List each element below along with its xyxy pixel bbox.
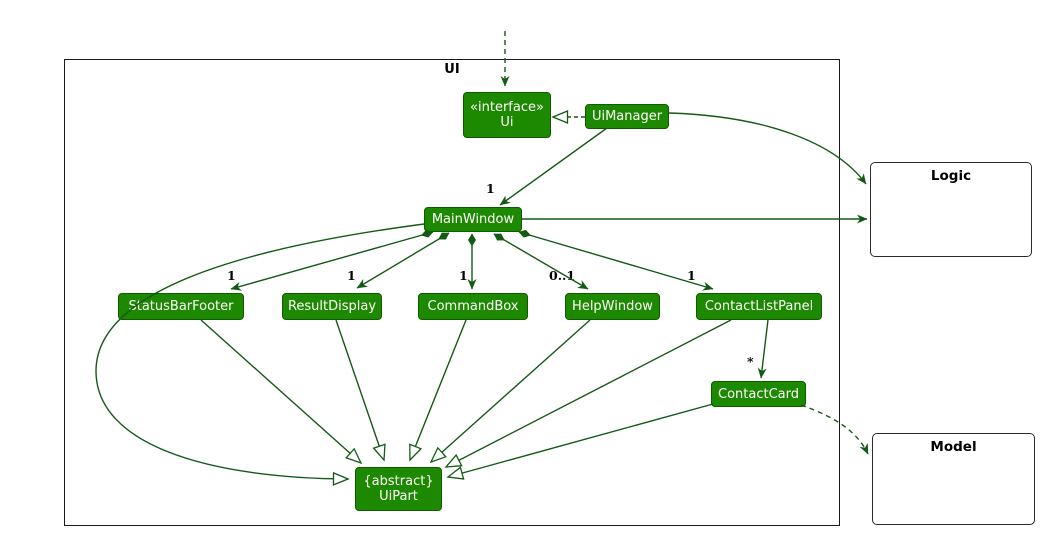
class-commandbox: CommandBox [418,293,528,320]
class-mainwindow: MainWindow [424,207,522,232]
class-ui-stereotype: «interface» [470,100,544,115]
class-commandbox-name: CommandBox [427,299,519,314]
class-resultdisplay: ResultDisplay [282,293,382,320]
model-component-box: Model [872,433,1035,525]
multiplicity-contactcard: * [747,354,754,369]
class-resultdisplay-name: ResultDisplay [287,299,377,314]
logic-component-box: Logic [870,162,1032,257]
class-contactlistpanel-name: ContactListPanel [704,299,814,314]
ui-frame: UI [64,59,840,526]
class-uipart-name: UiPart [379,489,418,504]
multiplicity-commandbox: 1 [459,268,468,283]
multiplicity-resultdisplay: 1 [347,268,356,283]
class-helpwindow: HelpWindow [565,293,660,320]
multiplicity-contactlistpanel: 1 [687,268,696,283]
class-mainwindow-name: MainWindow [431,212,515,227]
class-ui-interface: «interface» Ui [463,92,551,138]
class-uipart-stereotype: {abstract} [363,474,434,489]
class-uimanager: UiManager [585,104,669,129]
class-contactlistpanel: ContactListPanel [696,293,822,320]
class-contactcard-name: ContactCard [718,386,799,402]
class-statusbarfooter-name: StatusBarFooter [128,299,234,314]
class-contactcard: ContactCard [711,381,806,407]
class-statusbarfooter: StatusBarFooter [118,293,244,320]
model-label: Model [930,439,977,455]
class-uimanager-name: UiManager [591,109,663,124]
class-ui-name: Ui [500,115,514,130]
multiplicity-statusbarfooter: 1 [227,268,236,283]
class-helpwindow-name: HelpWindow [572,299,653,314]
multiplicity-mainwindow: 1 [486,181,495,196]
class-uipart-abstract: {abstract} UiPart [355,467,442,511]
logic-label: Logic [930,168,972,184]
multiplicity-helpwindow: 0..1 [549,268,576,283]
ui-frame-label: UI [444,62,460,77]
